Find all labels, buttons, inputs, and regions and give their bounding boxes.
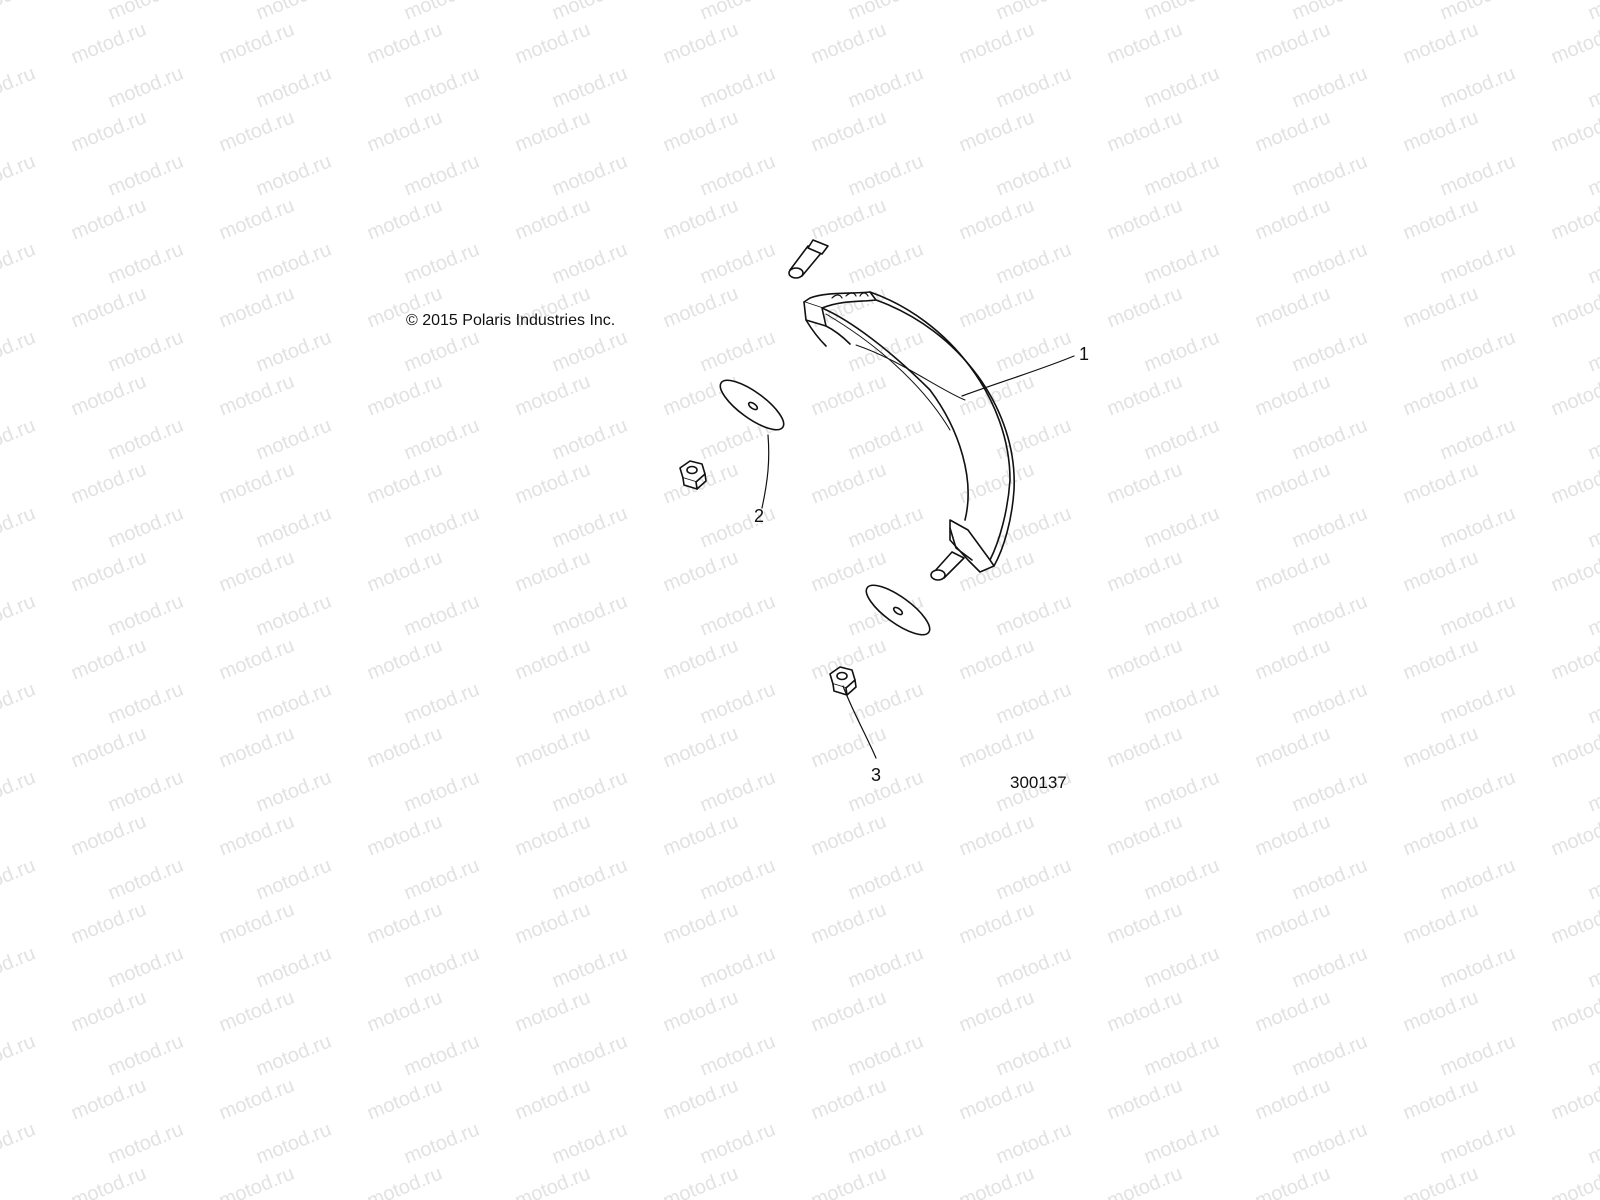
callout-2: 2 [754,506,765,526]
callout-3: 3 [871,765,882,785]
washer-upper [719,379,785,431]
handle-part [788,239,1015,581]
leader-line-3 [842,685,877,759]
leader-line-2 [761,434,770,509]
callout-1: 1 [1079,344,1090,364]
washer-lower [865,584,931,636]
nut-upper [679,460,707,490]
figure-number: 300137 [1010,773,1067,792]
nut-lower [829,666,857,696]
leader-line-1 [961,355,1075,397]
copyright-notice: © 2015 Polaris Industries Inc. [406,312,616,329]
